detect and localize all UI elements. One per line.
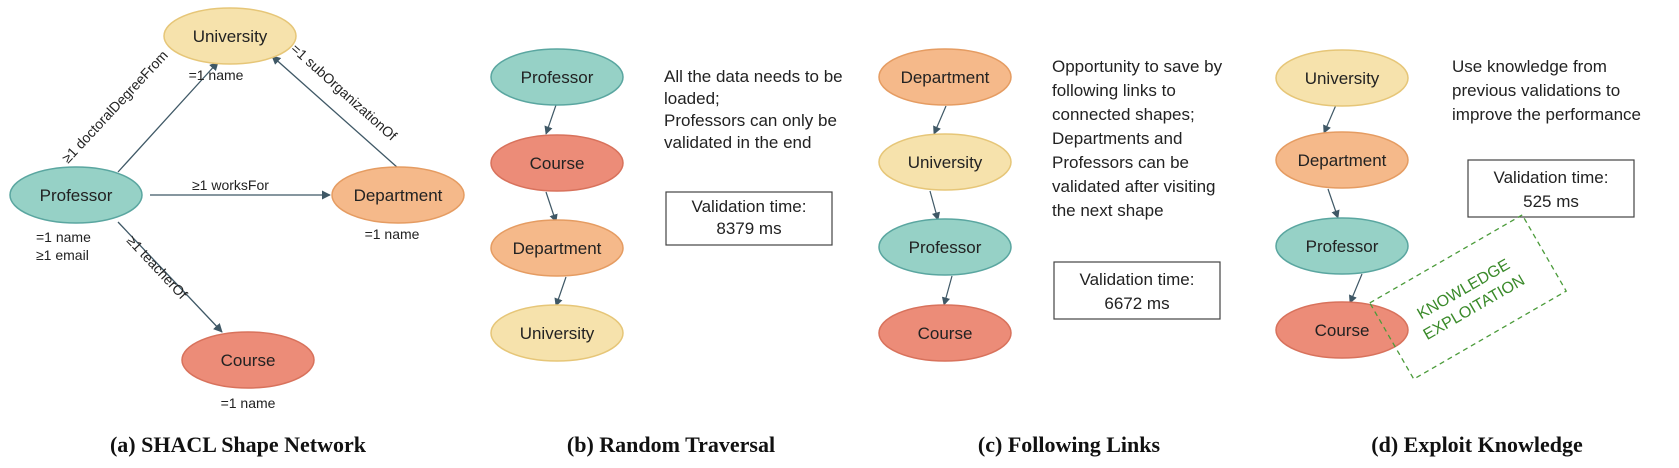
validation-time-label-c: Validation time: <box>1080 270 1195 289</box>
constraint-course-name: =1 name <box>221 395 276 411</box>
node-d-course <box>1275 301 1409 359</box>
constraint-university-name: =1 name <box>189 67 244 83</box>
node-c-department <box>878 48 1012 106</box>
edge-b-1 <box>544 104 557 135</box>
node-label-course: Course <box>221 351 276 370</box>
panel-b-random-traversal: Professor Course Department University A… <box>490 48 843 457</box>
note-b-line-3: Professors can only be <box>664 111 837 130</box>
edge-b-2 <box>545 191 558 223</box>
node-label-b-2: Course <box>530 154 585 173</box>
panel-a-shacl-shape-network: ≥1 doctoralDegreeFrom =1 subOrganization… <box>9 7 465 457</box>
edge-professor-university <box>117 61 219 173</box>
note-d-line-3: improve the performance <box>1452 105 1641 124</box>
edge-label-works-for: ≥1 worksFor <box>192 177 269 193</box>
caption-panel-d: (d) Exploit Knowledge <box>1371 432 1583 457</box>
node-d-professor <box>1275 217 1409 275</box>
edge-d-1 <box>1323 104 1337 134</box>
node-label-professor: Professor <box>40 186 113 205</box>
validation-time-value-c: 6672 ms <box>1104 294 1169 313</box>
caption-panel-a: (a) SHACL Shape Network <box>110 432 367 457</box>
validation-time-box-d <box>1467 159 1635 218</box>
note-c-line-7: the next shape <box>1052 201 1164 220</box>
node-professor <box>9 166 143 224</box>
edge-label-teacher-of: ≥1 teacherOf <box>124 232 191 302</box>
note-c-line-1: Opportunity to save by <box>1052 57 1223 76</box>
edge-professor-course <box>117 221 223 333</box>
constraint-department-name: =1 name <box>365 226 420 242</box>
node-c-university <box>878 133 1012 191</box>
node-label-d-2: Department <box>1298 151 1387 170</box>
edge-label-sub-organization-of: =1 subOrganizationOf <box>288 40 400 143</box>
validation-time-box-b <box>665 191 833 246</box>
validation-time-box-c <box>1053 261 1221 320</box>
panel-c-following-links: Department University Professor Course O… <box>878 48 1223 457</box>
edge-c-3 <box>941 275 953 306</box>
edge-label-doctoral-degree-from: ≥1 doctoralDegreeFrom <box>58 47 170 166</box>
node-label-c-4: Course <box>918 324 973 343</box>
edge-department-university <box>271 55 399 169</box>
node-label-c-2: University <box>908 153 983 172</box>
node-c-professor <box>878 218 1012 276</box>
note-c-line-3: connected shapes; <box>1052 105 1195 124</box>
node-d-department <box>1275 131 1409 189</box>
node-university <box>163 7 297 65</box>
node-c-course <box>878 304 1012 362</box>
node-label-university: University <box>193 27 268 46</box>
note-c-line-5: Professors can be <box>1052 153 1189 172</box>
caption-panel-c: (c) Following Links <box>978 432 1161 457</box>
edge-c-2 <box>929 190 941 221</box>
validation-time-label-d: Validation time: <box>1494 168 1609 187</box>
node-label-c-1: Department <box>901 68 990 87</box>
validation-time-value-b: 8379 ms <box>716 219 781 238</box>
validation-time-value-d: 525 ms <box>1523 192 1579 211</box>
node-course <box>181 331 315 389</box>
note-c-line-2: following links to <box>1052 81 1176 100</box>
node-label-c-3: Professor <box>909 238 982 257</box>
node-b-university <box>490 304 624 362</box>
node-b-course <box>490 134 624 192</box>
note-d-line-1: Use knowledge from <box>1452 57 1607 76</box>
note-b-line-4: validated in the end <box>664 133 811 152</box>
edge-d-2 <box>1327 188 1340 219</box>
node-label-department: Department <box>354 186 443 205</box>
node-b-professor <box>490 48 624 106</box>
node-label-b-3: Department <box>513 239 602 258</box>
caption-panel-b: (b) Random Traversal <box>567 432 775 457</box>
edge-c-1 <box>933 105 947 135</box>
node-label-b-1: Professor <box>521 68 594 87</box>
node-d-university <box>1275 49 1409 107</box>
node-label-b-4: University <box>520 324 595 343</box>
node-department <box>331 166 465 224</box>
node-label-d-4: Course <box>1315 321 1370 340</box>
knowledge-exploitation-border <box>1368 214 1568 380</box>
panel-d-exploit-knowledge: University Department Professor Course U… <box>1275 49 1641 457</box>
note-c-line-6: validated after visiting <box>1052 177 1215 196</box>
note-b-line-2: loaded; <box>664 89 720 108</box>
validation-time-label-b: Validation time: <box>692 197 807 216</box>
node-label-d-1: University <box>1305 69 1380 88</box>
note-b-line-1: All the data needs to be <box>664 67 843 86</box>
note-d-line-2: previous validations to <box>1452 81 1620 100</box>
constraint-professor-name: =1 name <box>36 229 91 245</box>
edge-b-3 <box>554 276 567 307</box>
node-b-department <box>490 219 624 277</box>
edge-d-3 <box>1349 273 1363 304</box>
node-label-d-3: Professor <box>1306 237 1379 256</box>
note-c-line-4: Departments and <box>1052 129 1182 148</box>
constraint-professor-email: ≥1 email <box>36 247 89 263</box>
